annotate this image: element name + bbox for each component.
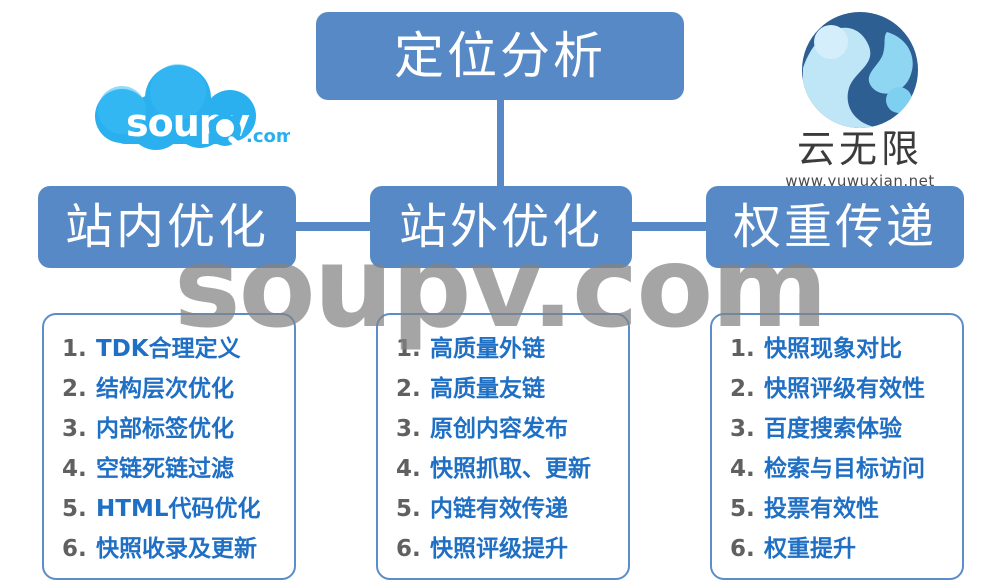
list-item-label: 快照抓取、更新 xyxy=(430,456,591,482)
list-item[interactable]: 3. 百度搜索体验 xyxy=(712,409,962,449)
list-inner: 1. TDK合理定义 2. 结构层次优化 3. 内部标签优化 4. 空链死链过滤 5. H… xyxy=(42,313,296,580)
list-item-label: 内部标签优化 xyxy=(96,416,234,442)
list-item-label: 高质量外链 xyxy=(430,336,545,362)
node-branch-outer-label: 站外优化 xyxy=(398,199,603,255)
list-item-label: 原创内容发布 xyxy=(430,416,568,442)
list-item-label: 快照现象对比 xyxy=(764,336,902,362)
list-item-number: 4. xyxy=(730,456,755,482)
list-item-number: 6. xyxy=(62,536,87,562)
list-item-number: 2. xyxy=(396,376,421,402)
list-item-number: 3. xyxy=(396,416,421,442)
list-item-label: TDK合理定义 xyxy=(96,336,241,362)
list-item[interactable]: 2. 高质量友链 xyxy=(378,369,628,409)
list-item-label: 内链有效传递 xyxy=(430,496,568,522)
list-item-label: 投票有效性 xyxy=(764,496,879,522)
list-item-number: 5. xyxy=(396,496,421,522)
list-item[interactable]: 3. 原创内容发布 xyxy=(378,409,628,449)
list-item-label: 快照评级提升 xyxy=(430,536,568,562)
node-branch-weight[interactable]: 权重传递 xyxy=(706,186,964,268)
node-root-label: 定位分析 xyxy=(394,27,606,85)
node-branch-weight-label: 权重传递 xyxy=(732,199,937,255)
list-item-label: 快照收录及更新 xyxy=(96,536,257,562)
node-branch-inner-label: 站内优化 xyxy=(64,199,269,255)
list-item-number: 2. xyxy=(730,376,755,402)
list-item[interactable]: 6. 快照评级提升 xyxy=(378,529,628,569)
soupv-cloud-icon: soupv .com xyxy=(95,64,290,150)
magnifier-icon xyxy=(209,114,241,147)
node-branch-inner[interactable]: 站内优化 xyxy=(38,186,296,268)
list-item-number: 5. xyxy=(730,496,755,522)
y-swirl-circle-icon xyxy=(802,12,918,128)
soupv-logo: soupv .com xyxy=(60,58,290,158)
list-item-label: HTML代码优化 xyxy=(96,496,261,522)
list-item-label: 百度搜索体验 xyxy=(764,416,902,442)
list-item[interactable]: 6. 权重提升 xyxy=(712,529,962,569)
list-item[interactable]: 3. 内部标签优化 xyxy=(44,409,294,449)
list-item-number: 4. xyxy=(396,456,421,482)
list-item[interactable]: 6. 快照收录及更新 xyxy=(44,529,294,569)
list-weight: 1. 快照现象对比 2. 快照评级有效性 3. 百度搜索体验 4. 检索与目标访问 5.… xyxy=(710,313,964,580)
list-item-number: 6. xyxy=(396,536,421,562)
list-item-number: 1. xyxy=(396,336,421,362)
list-item[interactable]: 1. 高质量外链 xyxy=(378,329,628,369)
list-item[interactable]: 4. 空链死链过滤 xyxy=(44,449,294,489)
list-item-label: 高质量友链 xyxy=(430,376,545,402)
list-item-label: 结构层次优化 xyxy=(96,376,234,402)
list-outer: 1. 高质量外链 2. 高质量友链 3. 原创内容发布 4. 快照抓取、更新 5. 内链有… xyxy=(376,313,630,580)
list-item-label: 权重提升 xyxy=(764,536,856,562)
list-item-number: 3. xyxy=(62,416,87,442)
list-item-number: 1. xyxy=(62,336,87,362)
list-item-number: 6. xyxy=(730,536,755,562)
node-root[interactable]: 定位分析 xyxy=(316,12,684,100)
list-item[interactable]: 5. 内链有效传递 xyxy=(378,489,628,529)
list-item-number: 1. xyxy=(730,336,755,362)
list-item[interactable]: 1. 快照现象对比 xyxy=(712,329,962,369)
list-item-label: 检索与目标访问 xyxy=(764,456,925,482)
connector-root-to-center xyxy=(497,96,504,186)
list-item[interactable]: 5. HTML代码优化 xyxy=(44,489,294,529)
list-item-number: 3. xyxy=(730,416,755,442)
yuwuxian-logo: 云无限 www.yuwuxian.net xyxy=(750,8,970,190)
list-item-number: 2. xyxy=(62,376,87,402)
list-item[interactable]: 4. 检索与目标访问 xyxy=(712,449,962,489)
list-item[interactable]: 2. 结构层次优化 xyxy=(44,369,294,409)
list-item[interactable]: 5. 投票有效性 xyxy=(712,489,962,529)
node-branch-outer[interactable]: 站外优化 xyxy=(370,186,632,268)
svg-text:.com: .com xyxy=(246,126,290,147)
list-item[interactable]: 1. TDK合理定义 xyxy=(44,329,294,369)
list-item-number: 5. xyxy=(62,496,87,522)
logo-title: 云无限 xyxy=(796,127,923,171)
logo-url: www.yuwuxian.net xyxy=(785,172,935,190)
list-item-number: 4. xyxy=(62,456,87,482)
list-item-label: 快照评级有效性 xyxy=(764,376,925,402)
list-item-label: 空链死链过滤 xyxy=(96,456,234,482)
list-item[interactable]: 4. 快照抓取、更新 xyxy=(378,449,628,489)
list-item[interactable]: 2. 快照评级有效性 xyxy=(712,369,962,409)
